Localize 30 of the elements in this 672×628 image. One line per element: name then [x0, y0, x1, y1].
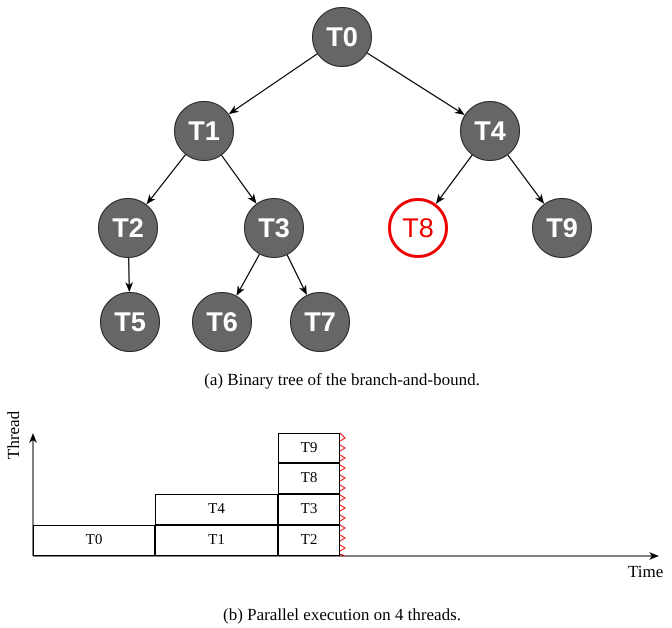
arrow	[221, 154, 256, 204]
arrow	[436, 154, 473, 204]
task-bar: T9	[278, 433, 340, 463]
caption: (a) Binary tree of the branch-and-bound.	[204, 370, 480, 390]
tree-node: T2	[98, 198, 158, 258]
arrow	[125, 258, 134, 292]
task-bar: T2	[278, 525, 340, 556]
arrow	[507, 154, 544, 204]
task-bar: T1	[155, 525, 278, 556]
arrow	[236, 254, 260, 296]
task-bar: T3	[278, 494, 340, 525]
tree-node: T1	[174, 101, 234, 161]
axis-label: Thread	[4, 410, 24, 460]
task-bar: T0	[33, 525, 155, 556]
tree-node: T7	[290, 292, 350, 352]
task-bar: T4	[155, 494, 278, 525]
arrow	[228, 53, 318, 114]
tree-node: T4	[460, 101, 520, 161]
axis-label: Time	[628, 562, 664, 582]
tree-node: T9	[532, 198, 592, 258]
task-bar: T8	[278, 463, 340, 494]
arrow	[146, 154, 186, 204]
tree-node: T0	[312, 7, 372, 67]
arrow	[367, 52, 465, 115]
caption: (b) Parallel execution on 4 threads.	[223, 605, 461, 625]
highlighted-node: T8	[388, 198, 448, 258]
tree-node: T5	[100, 292, 160, 352]
arrow	[286, 254, 307, 296]
tree-node: T6	[192, 292, 252, 352]
tree-node: T3	[244, 198, 304, 258]
